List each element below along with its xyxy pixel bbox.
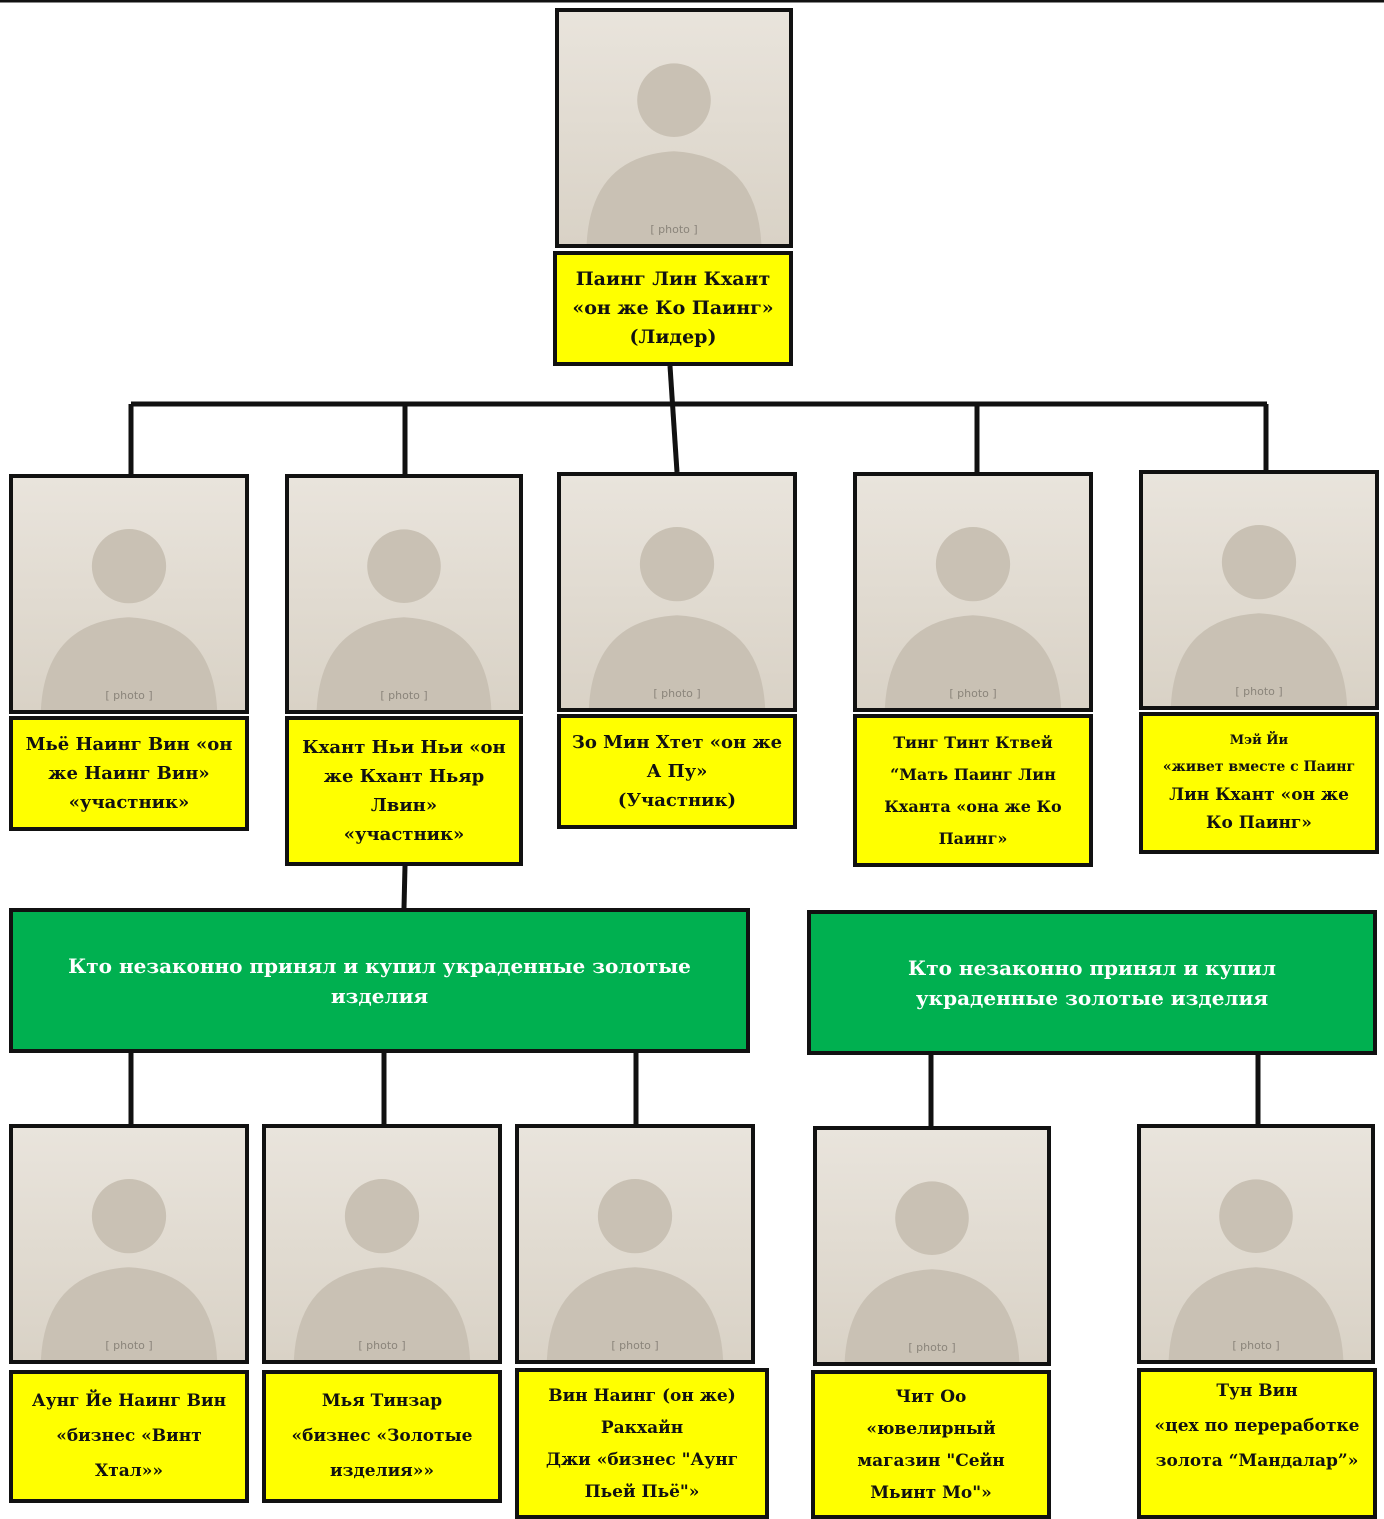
- photo-placeholder: [ photo ]: [358, 1339, 406, 1352]
- member-label-3: Зо Мин Хтет «он же А Пу» (Участник): [557, 714, 797, 829]
- label-line: (Участник): [617, 790, 737, 811]
- label-line: «участник»: [68, 792, 190, 813]
- buyer-label-1: Аунг Йе Наинг Вин «бизнес «Винт Хтал»»: [9, 1370, 249, 1503]
- person-silhouette-icon: [546, 1179, 724, 1360]
- label-line: «бизнес «Золотые: [291, 1426, 473, 1446]
- photo-placeholder: [ photo ]: [949, 687, 997, 700]
- label-line: магазин "Сейн: [857, 1450, 1005, 1471]
- label-line: Мьё Наинг Вин «он: [25, 734, 233, 755]
- leader-photo: [ photo ]: [555, 8, 793, 248]
- label-line: золота “Мандалар”»: [1155, 1451, 1359, 1471]
- person-silhouette-icon: [588, 527, 766, 708]
- connector-line: [667, 365, 680, 473]
- label-line: Лвин»: [370, 795, 438, 816]
- member-label-1: Мьё Наинг Вин «он же Наинг Вин» «участни…: [9, 716, 249, 831]
- leader-photo-placeholder: [ photo ]: [650, 223, 698, 236]
- photo-placeholder: [ photo ]: [105, 1339, 153, 1352]
- photo-placeholder: [ photo ]: [380, 689, 428, 702]
- label-line: А Пу»: [646, 761, 708, 782]
- buyer-photo-5: [ photo ]: [1137, 1124, 1375, 1364]
- label-line: Мэй Йи: [1229, 733, 1289, 748]
- label-line: Хтал»»: [95, 1461, 163, 1481]
- person-silhouette-icon: [884, 527, 1062, 708]
- photo-placeholder: [ photo ]: [1235, 685, 1283, 698]
- label-line: Чит Оо: [895, 1386, 967, 1407]
- buyer-label-5: Тун Вин «цех по переработке золота “Манд…: [1137, 1368, 1377, 1519]
- buyer-label-3: Вин Наинг (он же) Ракхайн Джи «бизнес "А…: [515, 1368, 769, 1519]
- label-line: «ювелирный: [866, 1418, 996, 1439]
- person-silhouette-icon: [844, 1181, 1020, 1362]
- member-photo-4: [ photo ]: [853, 472, 1093, 712]
- buyer-photo-1: [ photo ]: [9, 1124, 249, 1364]
- person-silhouette-icon: [293, 1179, 471, 1360]
- label-line: Тун Вин: [1216, 1381, 1298, 1401]
- buyers-group-title: Кто незаконно принял и купил украденные …: [908, 955, 1276, 1010]
- label-line: же Наинг Вин»: [48, 763, 210, 784]
- label-line: Мья Тинзар: [321, 1391, 443, 1411]
- leader-label-text: Паинг Лин Кхант «он же Ко Паинг» (Лидер): [572, 265, 773, 352]
- member-label-5: Мэй Йи «живет вместе с Паинг Лин Кхант «…: [1139, 712, 1379, 854]
- photo-placeholder: [ photo ]: [1232, 1339, 1280, 1352]
- person-silhouette-icon: [586, 63, 762, 244]
- person-silhouette-icon: [40, 529, 218, 710]
- member-photo-3: [ photo ]: [557, 472, 797, 712]
- buyers-group-title: Кто незаконно принял и купил украденные …: [68, 953, 691, 1008]
- buyer-photo-3: [ photo ]: [515, 1124, 755, 1364]
- person-silhouette-icon: [1170, 525, 1348, 706]
- buyer-label-4: Чит Оо «ювелирный магазин "Сейн Мьинт Мо…: [811, 1370, 1051, 1519]
- label-line: Паинг Лин Кхант: [575, 268, 771, 290]
- label-line: Мьинт Мо"»: [870, 1482, 992, 1503]
- label-line: изделия»»: [329, 1461, 434, 1481]
- member-label-2: Кхант Ньи Ньи «он же Кхант Ньяр Лвин» «у…: [285, 716, 523, 866]
- buyer-label-2: Мья Тинзар «бизнес «Золотые изделия»»: [262, 1370, 502, 1503]
- buyers-group-box-right: Кто незаконно принял и купил украденные …: [807, 910, 1377, 1055]
- buyer-photo-4: [ photo ]: [813, 1126, 1051, 1366]
- label-line: Кханта «она же Ко: [884, 796, 1062, 816]
- member-label-4: Тинг Тинт Ктвей “Мать Паинг Лин Кханта «…: [853, 714, 1093, 867]
- label-line: Ракхайн: [600, 1417, 684, 1438]
- label-line: «участник»: [343, 824, 465, 845]
- photo-placeholder: [ photo ]: [653, 687, 701, 700]
- photo-placeholder: [ photo ]: [105, 689, 153, 702]
- label-line: (Лидер): [629, 326, 717, 348]
- label-line: Кхант Ньи Ньи «он: [302, 737, 506, 758]
- label-line: Пьей Пьё"»: [584, 1481, 700, 1502]
- photo-placeholder: [ photo ]: [611, 1339, 659, 1352]
- label-line: “Мать Паинг Лин: [890, 764, 1056, 784]
- photo-placeholder: [ photo ]: [908, 1341, 956, 1354]
- label-line: Зо Мин Хтет «он же: [571, 732, 783, 753]
- label-line: Тинг Тинт Ктвей: [893, 732, 1053, 752]
- person-silhouette-icon: [40, 1179, 218, 1360]
- label-line: Ко Паинг»: [1206, 813, 1312, 833]
- leader-label: Паинг Лин Кхант «он же Ко Паинг» (Лидер): [553, 251, 793, 366]
- label-line: «он же Ко Паинг»: [572, 297, 774, 319]
- person-silhouette-icon: [1168, 1179, 1344, 1360]
- person-silhouette-icon: [316, 529, 492, 710]
- label-line: «бизнес «Винт: [56, 1426, 202, 1446]
- member-photo-2: [ photo ]: [285, 474, 523, 714]
- connector-line: [401, 865, 408, 909]
- label-line: «живет вместе с Паинг: [1162, 759, 1356, 775]
- label-line: Аунг Йе Наинг Вин: [31, 1391, 227, 1411]
- label-line: «цех по переработке: [1154, 1416, 1360, 1436]
- member-photo-1: [ photo ]: [9, 474, 249, 714]
- member-photo-5: [ photo ]: [1139, 470, 1379, 710]
- label-line: же Кхант Ньяр: [323, 766, 485, 787]
- label-line: Джи «бизнес "Аунг: [545, 1449, 739, 1470]
- label-line: Лин Кхант «он же: [1169, 785, 1349, 805]
- label-line: Паинг»: [938, 828, 1008, 848]
- buyer-photo-2: [ photo ]: [262, 1124, 502, 1364]
- buyers-group-box-left: Кто незаконно принял и купил украденные …: [9, 908, 750, 1053]
- label-line: Вин Наинг (он же): [548, 1385, 736, 1406]
